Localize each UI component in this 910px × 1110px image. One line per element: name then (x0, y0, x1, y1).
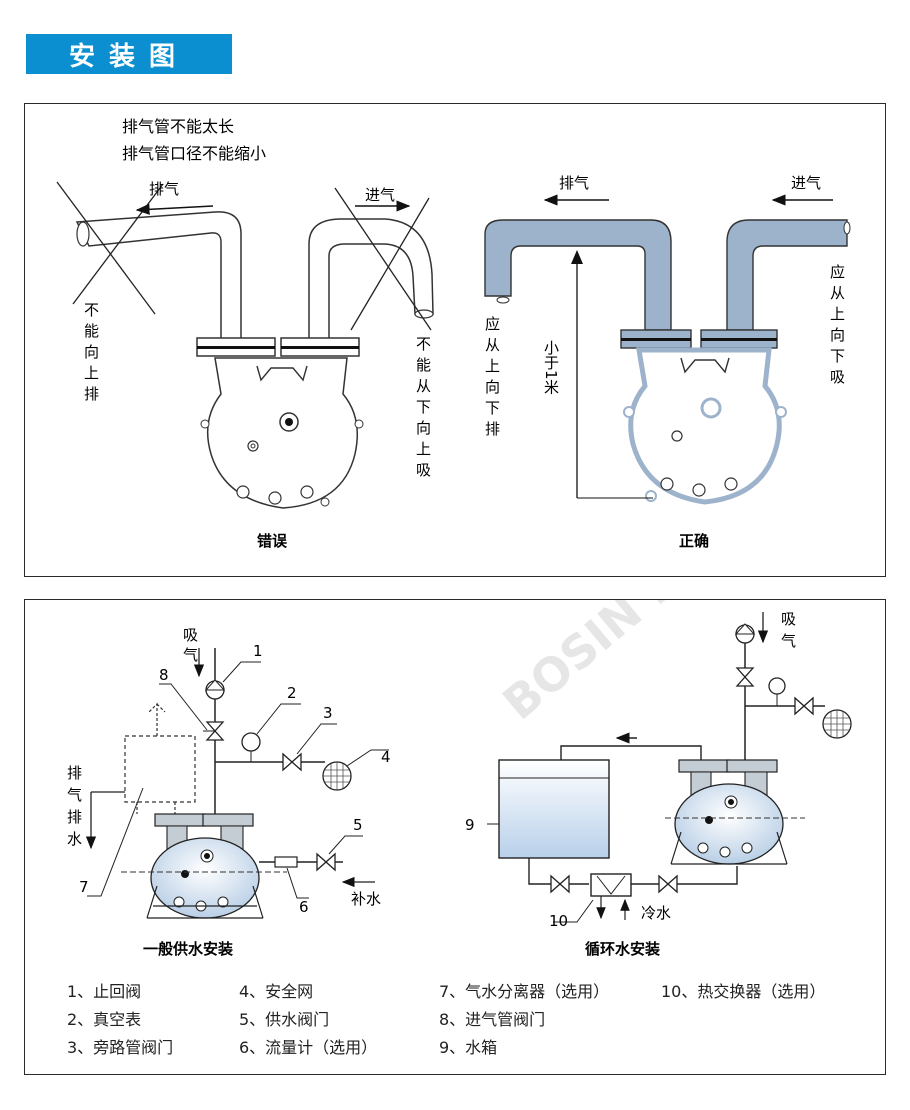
legend-item-7: 7、气水分离器（选用） (439, 982, 610, 1001)
vacuum-gauge (241, 732, 261, 752)
correct-caption: 正确 (679, 532, 709, 550)
correct-intake-label: 进气 (791, 174, 821, 192)
legend-item-1: 1、止回阀 (67, 982, 142, 1001)
height-note: 小于1米 (542, 340, 560, 395)
left-exhaust-drain-2: 气 (67, 786, 82, 804)
flow-meter (274, 856, 298, 868)
correct-exhaust-down: 应从上向下排 (483, 315, 501, 442)
label-1: 1 (253, 642, 263, 660)
correct-exhaust-label: 排气 (559, 174, 589, 192)
top-diagram: 排气管不能太长 排气管口径不能缩小 排气 进气 (56, 117, 851, 550)
left-suction-label-2: 气 (183, 646, 198, 664)
left-suction-label-1: 吸 (183, 626, 198, 644)
legend-item-10: 10、热交换器（选用） (661, 982, 826, 1001)
right-caption: 循环水安装 (585, 940, 661, 958)
wrong-pump-body (206, 357, 358, 509)
label-9: 9 (465, 816, 475, 834)
left-makeup-water: 补水 (351, 890, 381, 908)
top-installation-panel: 排气管不能太长 排气管口径不能缩小 排气 进气 (24, 103, 886, 577)
legend-item-4: 4、安全网 (239, 982, 314, 1001)
wrong-intake-pipe (308, 218, 434, 341)
watermark: BOSIN PUMP (493, 600, 780, 730)
legend-item-3: 3、旁路管阀门 (67, 1038, 174, 1057)
warning-line1: 排气管不能太长 (122, 117, 234, 136)
general-supply-diagram: 吸 气 排 气 排 水 (67, 626, 391, 958)
wrong-intake-label: 进气 (365, 186, 395, 204)
correct-pump-body (628, 347, 782, 505)
page-title: 安装图 (26, 34, 232, 74)
label-7: 7 (79, 878, 89, 896)
legend-item-9: 9、水箱 (439, 1038, 498, 1057)
circulating-water-diagram: 吸 气 9 冷水 (465, 610, 852, 958)
bypass-valve (282, 752, 302, 772)
correct-setup: 小于1米 排气 进气 应从上向下排 应从上向下吸 正确 (483, 174, 851, 550)
correct-intake-pipe (726, 219, 848, 331)
legend-item-6: 6、流量计（选用） (239, 1038, 378, 1057)
warning-line2: 排气管口径不能缩小 (122, 144, 266, 163)
label-8: 8 (159, 666, 169, 684)
wrong-exhaust-pipe (75, 211, 242, 341)
wrong-no-bottom-up-intake: 不能从下向上吸 (414, 336, 432, 483)
label-10: 10 (549, 912, 568, 930)
wrong-exhaust-label: 排气 (149, 180, 179, 198)
bottom-installation-panel: 吸 气 排 气 排 水 (24, 477, 886, 1075)
label-3: 3 (323, 704, 333, 722)
label-6: 6 (299, 898, 309, 916)
label-5: 5 (353, 816, 363, 834)
wrong-no-up-exhaust: 不能向上排 (82, 302, 100, 407)
left-caption: 一般供水安装 (143, 940, 234, 958)
water-supply-valve (316, 852, 336, 872)
wrong-setup: 排气 进气 不能向上排 不能从下向上吸 错误 (56, 180, 434, 550)
correct-intake-down: 应从上向下吸 (828, 263, 846, 390)
water-tank (498, 759, 610, 859)
wrong-caption: 错误 (257, 532, 288, 550)
heat-exchanger (590, 873, 632, 897)
left-exhaust-drain-1: 排 (67, 764, 82, 782)
left-exhaust-drain-4: 水 (67, 830, 82, 848)
label-2: 2 (287, 684, 297, 702)
right-cold-water: 冷水 (641, 904, 671, 922)
air-water-separator (124, 735, 196, 803)
right-suction-label-2: 气 (781, 632, 796, 650)
correct-exhaust-pipe (484, 219, 672, 331)
legend-item-8: 8、进气管阀门 (439, 1010, 546, 1029)
bottom-diagram: 吸 气 排 气 排 水 (67, 477, 852, 958)
legend-item-5: 5、供水阀门 (239, 1010, 330, 1029)
label-4: 4 (381, 748, 391, 766)
left-exhaust-drain-3: 排 (67, 808, 82, 826)
legend-item-2: 2、真空表 (67, 1010, 142, 1029)
right-suction-label-1: 吸 (781, 610, 796, 628)
